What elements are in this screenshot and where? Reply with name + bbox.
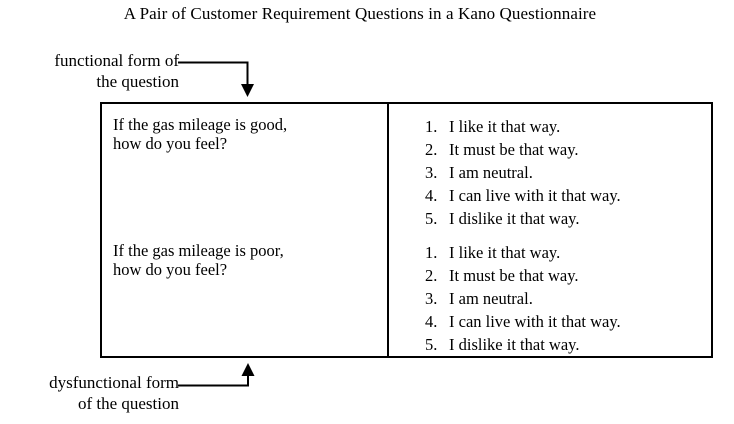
functional-form-label: functional form of the question [7,50,179,92]
option-label: I am neutral. [449,163,533,182]
list-item[interactable]: 2. It must be that way. [389,138,715,161]
option-number: 4. [425,186,438,205]
option-number: 2. [425,266,438,285]
answers-cell-dysfunctional: 1. I like it that way. 2. It must be tha… [388,230,715,356]
option-label: I can live with it that way. [449,312,621,331]
list-item[interactable]: 3. I am neutral. [389,161,715,184]
question-line1: If the gas mileage is poor, [113,241,284,260]
option-label: It must be that way. [449,266,579,285]
option-label: I am neutral. [449,289,533,308]
option-number: 1. [425,243,438,262]
dysfunctional-form-label: dysfunctional form of the question [4,372,179,414]
dysfunctional-form-label-line2: of the question [77,394,179,413]
option-label: I dislike it that way. [449,209,580,228]
answer-options-list: 1. I like it that way. 2. It must be tha… [389,230,715,356]
answer-options-list: 1. I like it that way. 2. It must be tha… [389,104,715,230]
question-text: If the gas mileage is good, how do you f… [102,104,387,153]
option-label: I like it that way. [449,243,561,262]
option-number: 3. [425,289,438,308]
option-number: 2. [425,140,438,159]
list-item[interactable]: 3. I am neutral. [389,287,715,310]
functional-form-label-line2: the question [96,72,179,91]
dysfunctional-form-label-line1: dysfunctional form [49,373,179,392]
option-number: 5. [425,335,438,354]
option-label: It must be that way. [449,140,579,159]
question-cell-dysfunctional: If the gas mileage is poor, how do you f… [102,230,389,356]
option-number: 4. [425,312,438,331]
question-line2: how do you feel? [113,260,228,279]
list-item[interactable]: 4. I can live with it that way. [389,310,715,333]
option-label: I dislike it that way. [449,335,580,354]
table-row: If the gas mileage is poor, how do you f… [102,230,715,356]
list-item[interactable]: 1. I like it that way. [389,115,715,138]
answers-cell-functional: 1. I like it that way. 2. It must be tha… [388,104,715,230]
option-number: 5. [425,209,438,228]
list-item[interactable]: 5. I dislike it that way. [389,333,715,356]
option-number: 3. [425,163,438,182]
list-item[interactable]: 4. I can live with it that way. [389,184,715,207]
question-line1: If the gas mileage is good, [113,115,288,134]
question-text: If the gas mileage is poor, how do you f… [102,230,387,279]
question-line2: how do you feel? [113,134,228,153]
option-label: I can live with it that way. [449,186,621,205]
list-item[interactable]: 5. I dislike it that way. [389,207,715,230]
option-number: 1. [425,117,438,136]
dysfunctional-callout-arrow [178,363,255,387]
list-item[interactable]: 1. I like it that way. [389,241,715,264]
question-cell-functional: If the gas mileage is good, how do you f… [102,104,389,230]
page-title: A Pair of Customer Requirement Questions… [123,4,597,23]
functional-callout-arrow [178,61,254,97]
list-item[interactable]: 2. It must be that way. [389,264,715,287]
kano-questionnaire-table: If the gas mileage is good, how do you f… [100,102,713,358]
functional-form-label-line1: functional form of [54,51,179,70]
option-label: I like it that way. [449,117,561,136]
table-row: If the gas mileage is good, how do you f… [102,104,715,230]
